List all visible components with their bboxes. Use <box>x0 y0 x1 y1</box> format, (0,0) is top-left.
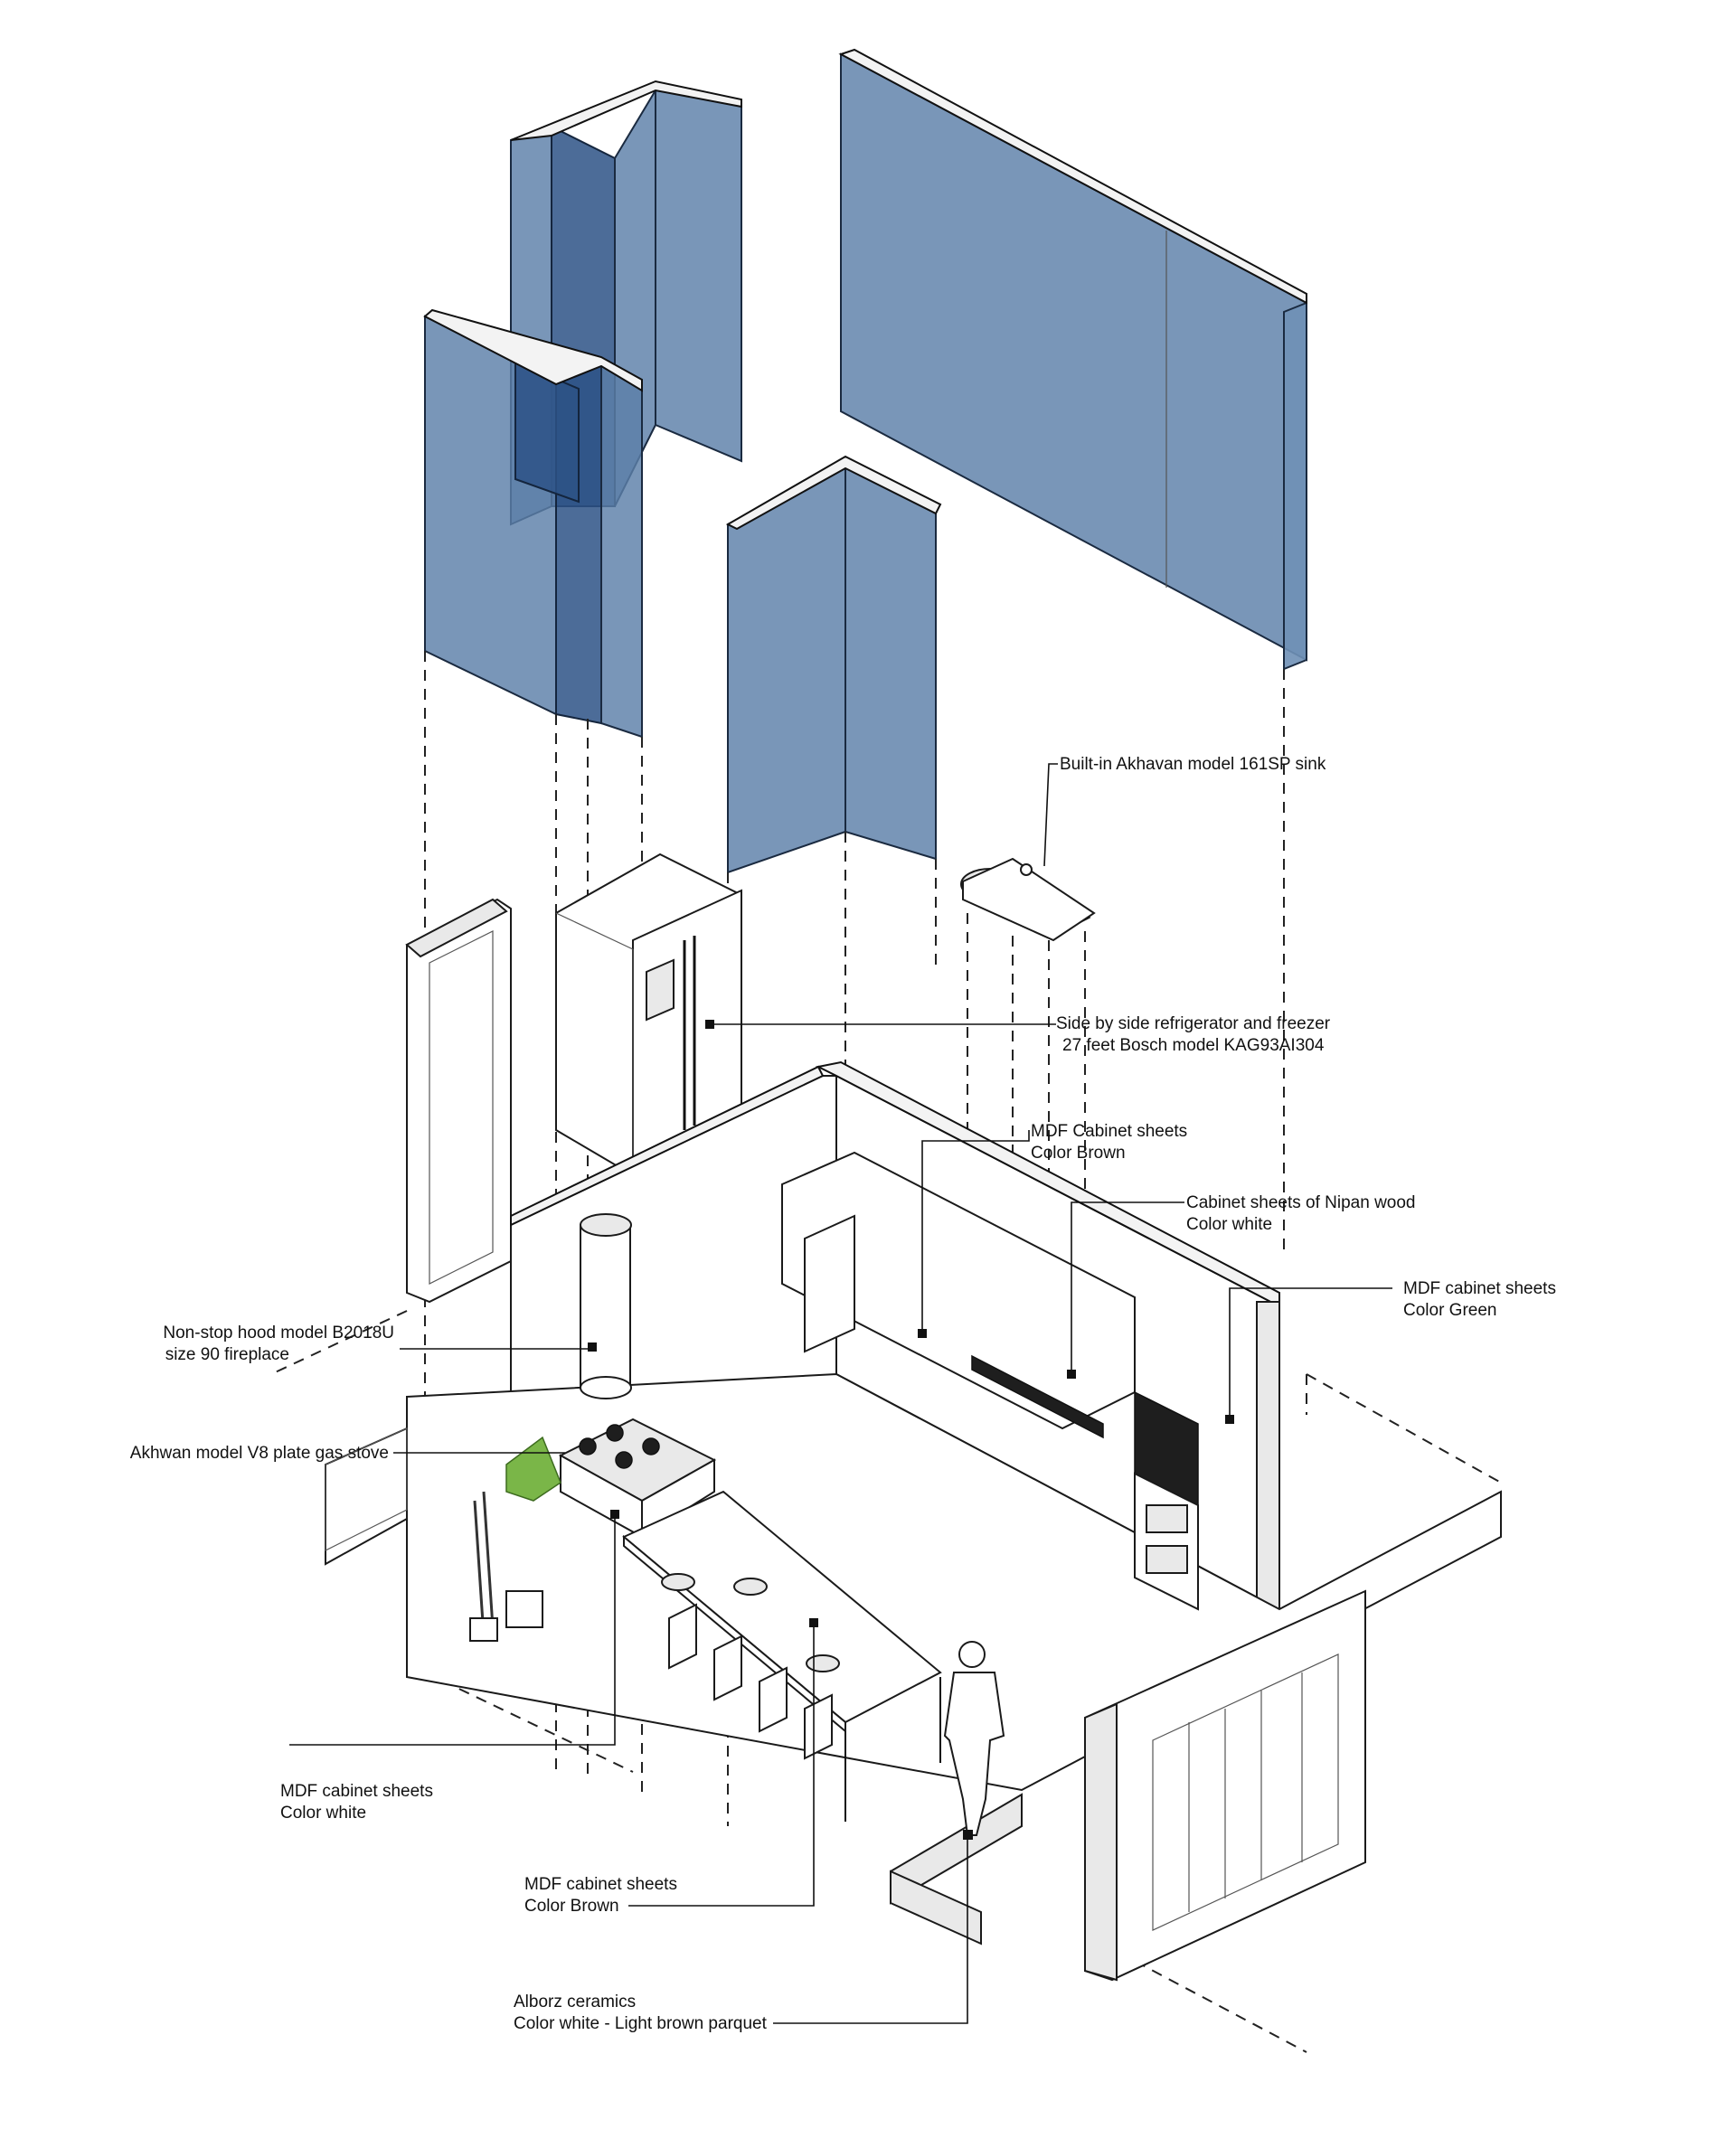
label-hood-2: size 90 fireplace <box>165 1345 289 1364</box>
upper-cabinets <box>781 1151 1234 1439</box>
label-mdf-brown-upper-1: MDF Cabinet sheets <box>1031 1122 1187 1141</box>
label-fridge-line-1: Side by side refrigerator and freezer <box>1056 1014 1331 1033</box>
label-mdf-brown-lower-1: MDF cabinet sheets <box>524 1875 677 1894</box>
kitchen-island-stove <box>558 1418 717 1539</box>
label-mdf-brown-lower-2: Color Brown <box>524 1897 619 1916</box>
dining-table <box>622 1490 942 1822</box>
glazed-door-wall <box>1084 1589 1366 1982</box>
label-nipan-1: Cabinet sheets of Nipan wood <box>1186 1193 1416 1212</box>
range-hood <box>580 1213 632 1399</box>
sink <box>960 857 1096 942</box>
label-floor-1: Alborz ceramics <box>514 1993 636 2011</box>
human-figure <box>943 1641 1005 1836</box>
refrigerator <box>555 853 742 1177</box>
dining-chairs <box>668 1603 833 1760</box>
label-floor-2: Color white - Light brown parquet <box>514 2014 768 2033</box>
glass-wall-panel-front-left <box>423 308 643 739</box>
annotation-labels: Built-in Akhavan model 161SP sink Side b… <box>130 755 1556 2033</box>
label-sink: Built-in Akhavan model 161SP sink <box>1060 755 1326 774</box>
glass-wall-panel-large <box>838 48 1307 671</box>
label-mdf-green-2: Color Green <box>1403 1301 1497 1320</box>
label-hood-1: Non-stop hood model B2018U <box>163 1324 394 1342</box>
label-fridge-line-2: 27 feet Bosch model KAG93AI304 <box>1062 1036 1325 1055</box>
label-mdf-white-1: MDF cabinet sheets <box>280 1782 433 1801</box>
label-mdf-green-1: MDF cabinet sheets <box>1403 1279 1556 1298</box>
label-stove: Akhwan model V8 plate gas stove <box>130 1444 389 1463</box>
leader-lines <box>289 763 1392 2024</box>
glass-wall-panel-corner <box>725 455 942 874</box>
label-nipan-2: Color white <box>1186 1215 1272 1234</box>
label-mdf-brown-upper-2: Color Brown <box>1031 1144 1126 1163</box>
tall-oven-unit <box>1134 1390 1199 1611</box>
window-frame-panel-left <box>405 898 512 1304</box>
potted-plant <box>469 1436 561 1642</box>
label-mdf-white-2: Color white <box>280 1804 366 1823</box>
stove-projection-box <box>325 1427 408 1566</box>
